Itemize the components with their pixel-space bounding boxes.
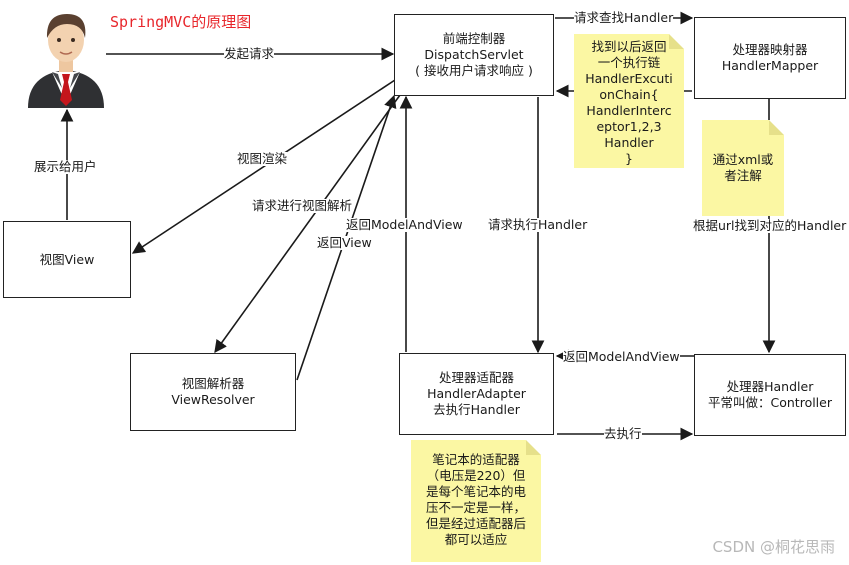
label-return-mav-up: 返回ModelAndView <box>346 217 463 232</box>
chain-note-line-8: } <box>625 151 633 166</box>
watermark: CSDN @桐花思雨 <box>712 538 835 556</box>
xml-annotation-note: 通过xml或 者注解 <box>702 120 784 216</box>
view-box: 视图View <box>3 221 131 298</box>
chain-note-line-1: 找到以后返回 <box>591 39 667 54</box>
label-find-by-url: 根据url找到对应的Handler <box>693 218 847 233</box>
laptop-adapter-note: 笔记本的适配器 （电压是220）但 是每个笔记本的电 压不一定是一样， 但是经过… <box>411 440 541 562</box>
handler-line-1: 处理器Handler <box>726 379 814 394</box>
chain-note-line-6: eptor1,2,3 <box>596 119 662 134</box>
label-exec-handler: 请求执行Handler <box>488 217 588 232</box>
arrow-dispatcher-to-resolver <box>214 94 401 354</box>
label-go-execute: 去执行 <box>604 426 642 441</box>
laptop-note-line-5: 但是经过适配器后 <box>425 516 526 531</box>
view-line-1: 视图View <box>39 251 95 267</box>
laptop-note-line-2: （电压是220）但 <box>426 468 526 483</box>
dispatcher-line-1: 前端控制器 <box>442 31 506 46</box>
dispatcher-line-2: DispatchServlet <box>424 47 524 62</box>
chain-note-line-3: HandlerExcuti <box>585 71 673 86</box>
adapter-line-2: HandlerAdapter <box>427 386 526 401</box>
handler-adapter-box: 处理器适配器 HandlerAdapter 去执行Handler <box>399 353 554 435</box>
handler-line-2: 平常叫做：Controller <box>708 395 832 410</box>
execution-chain-note: 找到以后返回 一个执行链 HandlerExcuti onChain{ Hand… <box>574 34 684 168</box>
mapper-line-1: 处理器映射器 <box>732 42 808 57</box>
label-return-mav-left: 返回ModelAndView <box>563 349 680 364</box>
chain-note-line-5: HandlerInterc <box>586 103 672 118</box>
label-request-resolve: 请求进行视图解析 <box>252 198 353 213</box>
laptop-note-line-4: 压不一定是一样， <box>425 500 526 515</box>
laptop-note-line-1: 笔记本的适配器 <box>432 452 520 467</box>
diagram-title: SpringMVC的原理图 <box>110 13 252 31</box>
label-send-request: 发起请求 <box>224 46 275 61</box>
label-return-view: 返回View <box>317 235 372 250</box>
chain-note-line-7: Handler <box>604 135 654 150</box>
arrow-dispatcher-to-view <box>131 79 396 254</box>
label-render-view: 视图渲染 <box>237 151 288 166</box>
chain-note-line-4: onChain{ <box>599 87 659 102</box>
resolver-line-1: 视图解析器 <box>181 376 245 391</box>
adapter-line-1: 处理器适配器 <box>438 370 514 385</box>
laptop-note-line-3: 是每个笔记本的电 <box>425 484 526 499</box>
chain-note-line-2: 一个执行链 <box>597 55 661 70</box>
resolver-line-2: ViewResolver <box>171 392 255 407</box>
adapter-line-3: 去执行Handler <box>433 402 520 417</box>
handler-box: 处理器Handler 平常叫做：Controller <box>694 354 846 436</box>
xml-note-line-1: 通过xml或 <box>712 152 774 167</box>
label-find-handler: 请求查找Handler <box>574 10 674 25</box>
dispatcher-line-3: ( 接收用户请求响应 ) <box>415 63 533 78</box>
view-resolver-box: 视图解析器 ViewResolver <box>130 353 296 431</box>
dispatcher-servlet-box: 前端控制器 DispatchServlet ( 接收用户请求响应 ) <box>394 14 554 96</box>
label-show-user: 展示给用户 <box>34 159 97 174</box>
mapper-line-2: HandlerMapper <box>721 58 819 73</box>
user-avatar-icon <box>28 14 104 108</box>
xml-note-line-2: 者注解 <box>724 168 762 183</box>
handler-mapper-box: 处理器映射器 HandlerMapper <box>694 17 846 99</box>
laptop-note-line-6: 都可以适应 <box>444 532 508 547</box>
